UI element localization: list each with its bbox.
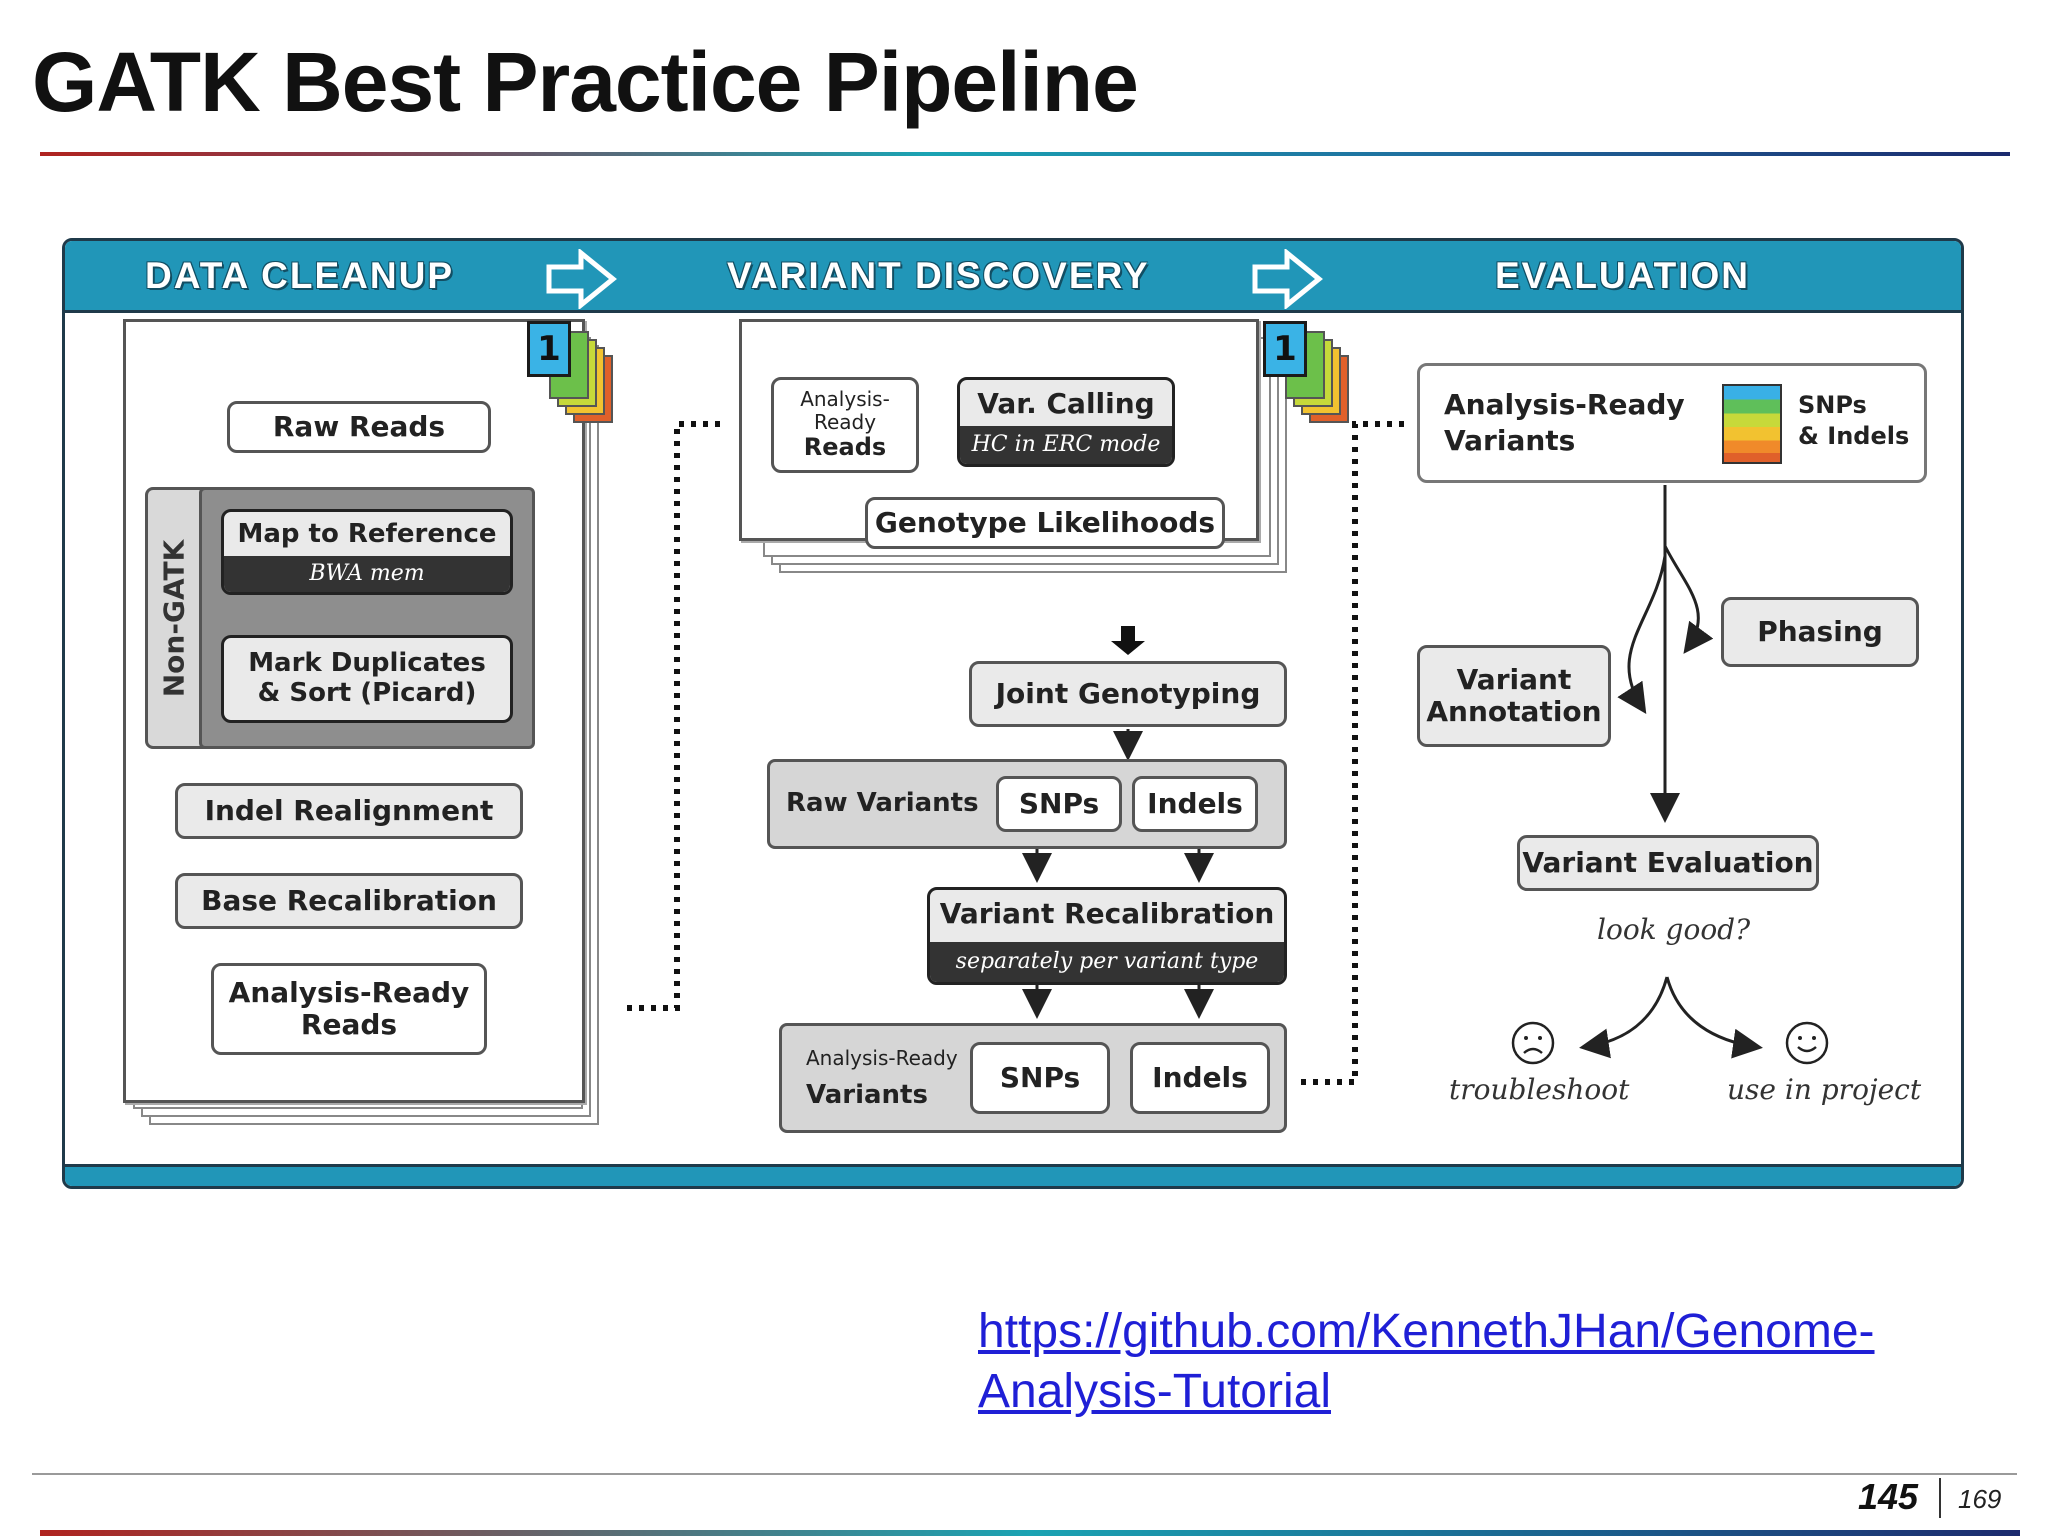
ar-reads-line1: Analysis-Ready (228, 975, 470, 1009)
ar-snps-box: SNPs (970, 1042, 1110, 1114)
phase-data-cleanup: DATA CLEANUP (145, 255, 455, 296)
var-calling-label: Var. Calling (977, 387, 1155, 420)
genotype-likelihoods-box: Genotype Likelihoods (865, 497, 1225, 549)
ar-reads-line2: Reads (803, 433, 887, 462)
ar-reads-line2: Reads (300, 1008, 398, 1041)
raw-indels-box: Indels (1132, 776, 1258, 832)
page-number: 145 (1858, 1476, 1919, 1517)
map-to-reference-box: Map to Reference BWA mem (221, 509, 513, 595)
mark-duplicates-box: Mark Duplicates & Sort (Picard) (221, 635, 513, 723)
bottom-accent-rule (40, 1530, 2020, 1536)
analysis-ready-variants-panel: Analysis-Ready Variants SNPs Indels (779, 1023, 1287, 1133)
frown-face-icon (1511, 1021, 1555, 1065)
discovery-stack-number: 1 (1263, 321, 1307, 377)
separately-label: separately per variant type (930, 942, 1284, 982)
cleanup-analysis-ready-reads-box: Analysis-Ready Reads (211, 963, 487, 1055)
footer-band (65, 1164, 1961, 1186)
ar-variants-line2: Variants (806, 1080, 928, 1110)
title-divider (40, 152, 2010, 156)
var-calling-box: Var. Calling HC in ERC mode (957, 377, 1175, 467)
ar-indels-box: Indels (1130, 1042, 1270, 1114)
phasing-box: Phasing (1721, 597, 1919, 667)
footer-divider (32, 1473, 2017, 1475)
phase-band: DATA CLEANUP VARIANT DISCOVERY EVALUATIO… (65, 241, 1961, 313)
variant-annotation-line1: Variant (1456, 662, 1572, 696)
non-gatk-label: Non-GATK (157, 539, 191, 697)
use-in-project-label: use in project (1727, 1073, 1922, 1106)
look-good-label: look good? (1597, 913, 1751, 946)
arrow-right-outline-icon (1252, 249, 1323, 309)
mark-duplicates-line1: Mark Duplicates (248, 648, 486, 679)
mark-duplicates-line2: & Sort (Picard) (257, 678, 477, 708)
smile-face-icon (1785, 1021, 1829, 1065)
arrow-right-outline-icon (546, 249, 617, 309)
variant-recalibration-label: Variant Recalibration (939, 897, 1275, 930)
snps-indels-line2: & Indels (1798, 422, 1910, 451)
phase-variant-discovery: VARIANT DISCOVERY (727, 255, 1150, 296)
variant-recalibration-box: Variant Recalibration separately per var… (927, 887, 1287, 985)
page-total: 169 (1958, 1484, 2002, 1514)
color-stack-swatch (1722, 384, 1782, 464)
variant-evaluation-box: Variant Evaluation (1517, 835, 1819, 891)
phase-evaluation: EVALUATION (1495, 255, 1751, 296)
hc-erc-label: HC in ERC mode (960, 426, 1172, 464)
cleanup-stack-number: 1 (527, 321, 571, 377)
indel-realignment-box: Indel Realignment (175, 783, 523, 839)
page-title: GATK Best Practice Pipeline (32, 35, 1139, 129)
page-number-divider (1939, 1478, 1941, 1518)
bwa-mem-label: BWA mem (224, 556, 510, 592)
raw-reads-box: Raw Reads (227, 401, 491, 453)
variant-annotation-line2: Annotation (1426, 695, 1602, 728)
ar-variants-line1: Analysis-Ready (806, 1046, 958, 1070)
snps-indels-line1: SNPs (1798, 391, 1867, 419)
raw-variants-label: Raw Variants (786, 788, 979, 818)
github-link[interactable]: https://github.com/KennethJHan/Genome- A… (978, 1302, 1875, 1422)
discovery-analysis-ready-reads-box: Analysis-Ready Reads (771, 377, 919, 473)
pipeline-diagram: DATA CLEANUP VARIANT DISCOVERY EVALUATIO… (62, 238, 1964, 1189)
joint-genotyping-box: Joint Genotyping (969, 661, 1287, 727)
raw-snps-box: SNPs (996, 776, 1122, 832)
link-line2[interactable]: Analysis-Tutorial (978, 1365, 1331, 1418)
variant-annotation-box: Variant Annotation (1417, 645, 1611, 747)
ar-reads-line1: Analysis-Ready (800, 387, 890, 435)
link-line1[interactable]: https://github.com/KennethJHan/Genome- (978, 1305, 1875, 1358)
eval-ar-variants-line2: Variants (1444, 424, 1576, 457)
eval-ar-variants-line1: Analysis-Ready (1444, 387, 1685, 421)
map-to-reference-label: Map to Reference (237, 519, 497, 549)
raw-variants-panel: Raw Variants SNPs Indels (767, 759, 1287, 849)
base-recalibration-box: Base Recalibration (175, 873, 523, 929)
eval-analysis-ready-variants-box: Analysis-Ready Variants SNPs & Indels (1417, 363, 1927, 483)
troubleshoot-label: troubleshoot (1449, 1073, 1630, 1106)
